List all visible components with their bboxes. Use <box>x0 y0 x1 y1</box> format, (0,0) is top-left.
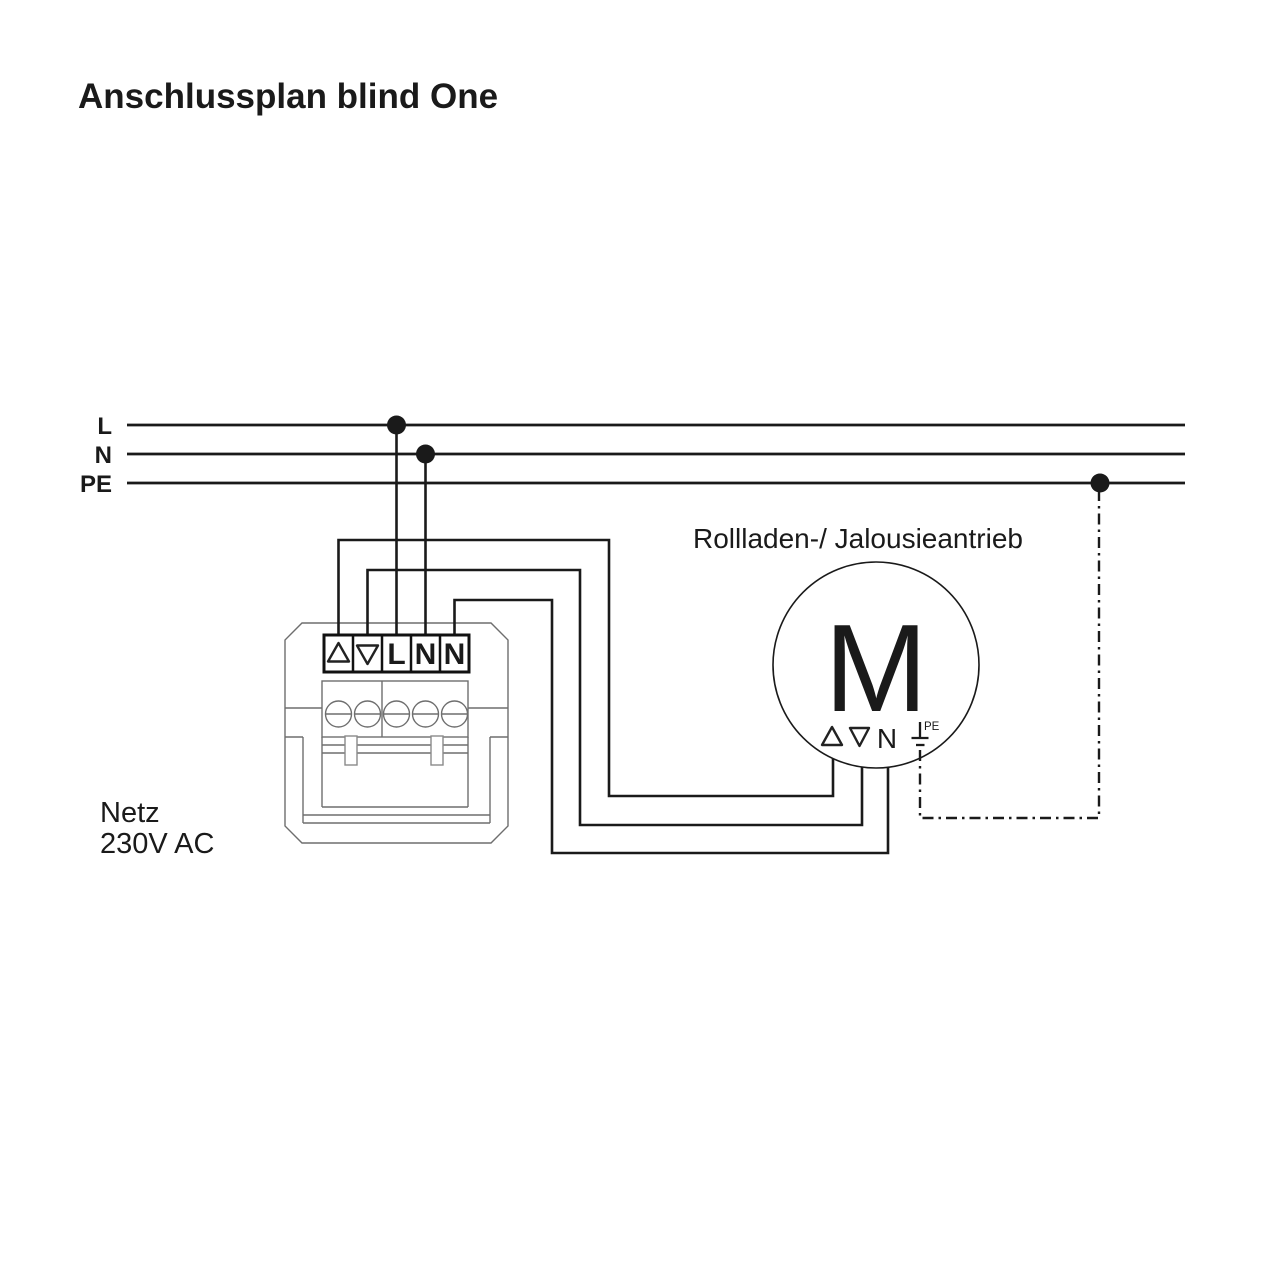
down-triangle-icon <box>355 644 380 666</box>
earth-icon <box>911 722 929 747</box>
wire-pe-dashdot <box>918 483 1101 820</box>
bus-label-pe: PE <box>80 471 112 498</box>
terminal-row-frame <box>322 633 471 674</box>
terminal-label-n1: N <box>415 638 437 671</box>
device-terminal-row: L N N <box>322 633 471 674</box>
device-outline <box>284 622 509 844</box>
device-claw-screw <box>344 735 358 766</box>
motor-symbol: M <box>824 600 927 738</box>
supply-label-line2: 230V AC <box>100 828 214 860</box>
screw-terminals <box>324 700 469 728</box>
device-insert <box>284 622 509 844</box>
motor-circle <box>772 561 980 769</box>
bus-label-n: N <box>95 442 112 469</box>
down-triangle-icon <box>848 726 871 748</box>
terminal-label-n2: N <box>444 638 466 671</box>
terminal-label-l: L <box>387 638 405 671</box>
bus-label-l: L <box>97 413 112 440</box>
pe-superscript: PE <box>924 721 940 733</box>
mains-bus: L N PE <box>80 413 1185 498</box>
page-title: Anschlussplan blind One <box>78 77 498 116</box>
wires <box>337 425 890 855</box>
up-triangle-icon <box>820 725 844 747</box>
wire-motor-neutral <box>453 598 890 855</box>
up-triangle-icon <box>326 641 351 663</box>
wire-down-direction <box>366 568 864 827</box>
wire-up-direction <box>337 538 835 798</box>
motor-caption: Rollladen-/ Jalousieantrieb <box>693 523 1023 554</box>
motor: Rollladen-/ Jalousieantrieb M N PE <box>693 523 1023 769</box>
device-claw-screw <box>430 735 444 766</box>
motor-terminal-n: N <box>877 723 897 754</box>
supply-label-line1: Netz <box>100 797 160 829</box>
supply-label: Netz 230V AC <box>100 797 214 860</box>
